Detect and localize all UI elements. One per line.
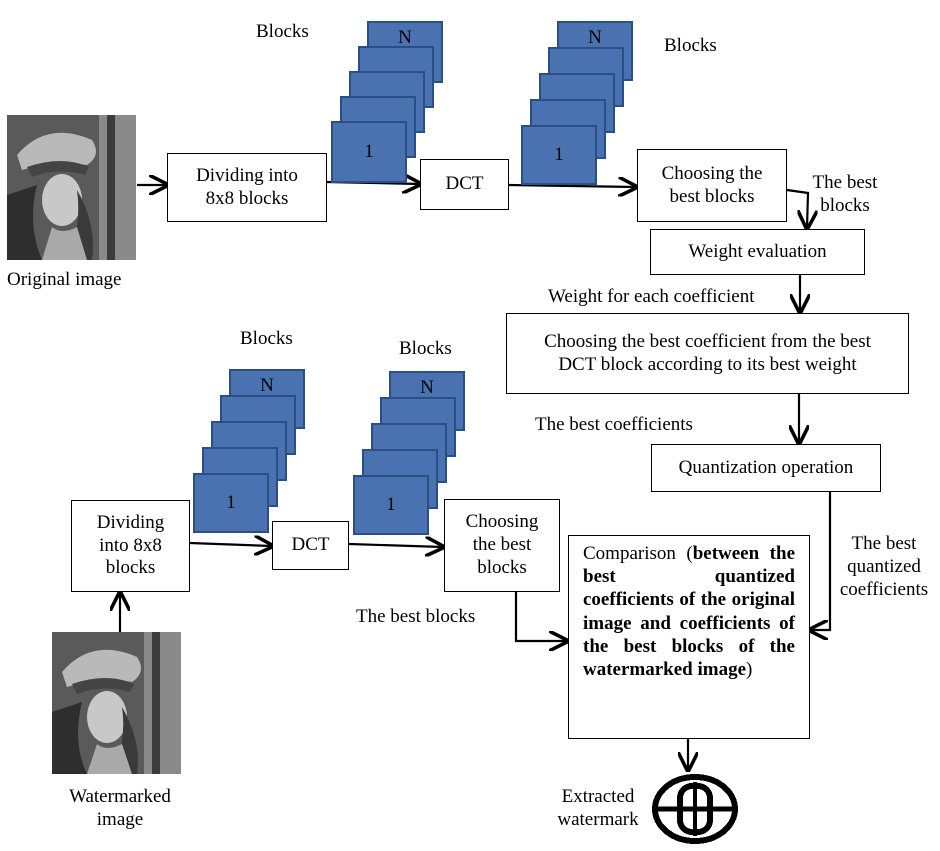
block-label-last: N [588,27,602,48]
comparison-prefix: Comparison ( [583,543,693,564]
watermarked-image-photo [52,632,181,774]
weight-evaluation-box: Weight evaluation [650,229,865,275]
dct-block: 1 [331,121,407,183]
best-coefficients-label: The best coefficients [535,414,693,435]
blocks-label-top-left: Blocks [256,21,309,42]
block-label-first: 1 [554,144,564,165]
arrow-quant-to-compare [810,491,832,630]
block-label-first: 1 [226,492,236,513]
best-blocks-label-bottom: The best blocks [356,606,476,627]
block-label-last: N [260,375,274,396]
arrow-choose-to-weight [786,188,808,228]
dct-block: 1 [193,473,269,533]
dct-block: 1 [521,125,597,185]
blocks-label-bottom-left: Blocks [240,328,293,349]
block-label-first: 1 [364,141,374,162]
block-label-last: N [398,27,412,48]
weight-for-each-coefficient-label: Weight for each coefficient [548,286,755,307]
block-label-last: N [420,377,434,398]
arrow-dct-to-choose-bottom [348,544,443,547]
arrow-dct-to-choose-top [508,185,636,187]
original-image-photo [7,115,136,260]
choose-best-coefficient-box: Choosing the best coefficient from the b… [506,313,909,394]
quantization-box: Quantization operation [651,444,881,492]
comparison-bold-text: between the best quantized coefficients … [583,543,795,680]
dct-block: 1 [353,475,429,535]
comparison-suffix: ) [746,658,753,680]
blocks-label-top-right: Blocks [664,35,717,56]
original-image-label: Original image [7,269,122,290]
comparison-box: Comparison (between the best quantized c… [568,535,810,739]
arrow-choose-bottom-to-compare [514,592,567,641]
block-label-first: 1 [386,494,396,515]
dct-box-top: DCT [420,159,509,210]
arrow-divide-to-dct-bottom [189,543,272,546]
dct-box-bottom: DCT [272,521,349,570]
extracted-watermark-icon [650,772,740,846]
blocks-label-bottom-right: Blocks [399,338,452,359]
